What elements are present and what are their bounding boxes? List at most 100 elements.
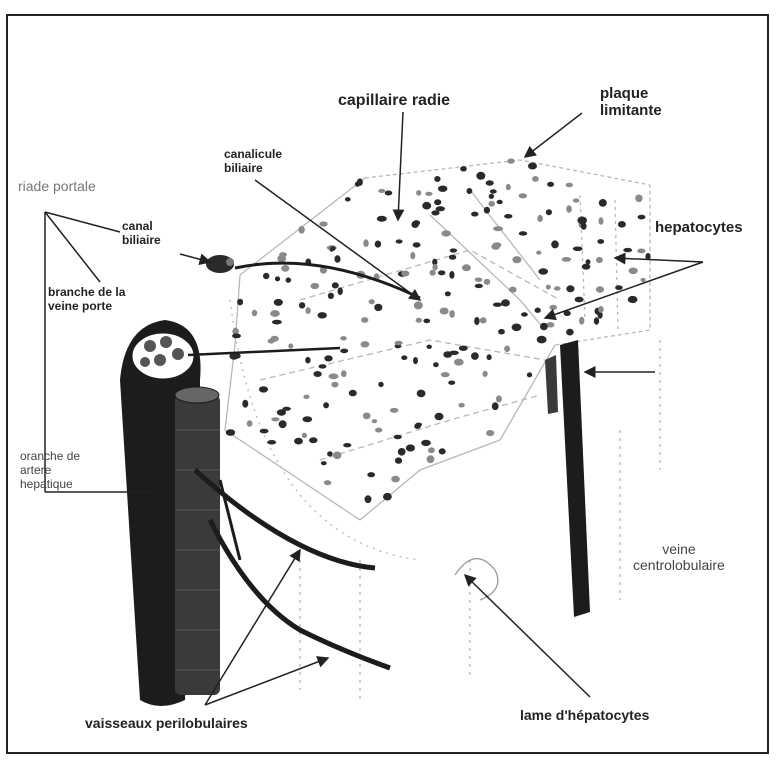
nucleus xyxy=(341,370,347,377)
nucleus xyxy=(367,472,375,477)
nucleus xyxy=(416,318,422,323)
nucleus xyxy=(305,357,310,364)
nucleus xyxy=(411,221,418,228)
nucleus xyxy=(279,420,287,428)
nucleus xyxy=(267,440,276,445)
nucleus xyxy=(281,265,289,272)
nucleus xyxy=(398,448,406,456)
nucleus xyxy=(566,205,572,212)
nucleus xyxy=(475,284,483,288)
nucleus xyxy=(313,371,321,377)
nucleus xyxy=(232,334,241,339)
nucleus xyxy=(349,390,357,397)
label-plaque-limitante: plaque limitante xyxy=(600,85,662,120)
nucleus xyxy=(438,186,447,192)
nucleus xyxy=(598,306,604,313)
nucleus xyxy=(538,268,548,274)
nucleus xyxy=(372,419,377,423)
nucleus xyxy=(319,364,327,368)
nucleus xyxy=(414,424,421,429)
nucleus xyxy=(395,341,403,346)
nucleus xyxy=(487,354,492,360)
nucleus xyxy=(252,310,258,316)
nucleus xyxy=(263,273,269,279)
nucleus xyxy=(377,216,387,222)
nucleus xyxy=(519,193,528,198)
nucleus xyxy=(410,252,415,259)
nucleus xyxy=(448,381,455,385)
nucleus xyxy=(618,221,626,228)
nucleus xyxy=(441,230,451,236)
label-canalicule-biliaire: canalicule biliaire xyxy=(224,148,282,176)
nucleus xyxy=(428,447,435,453)
nucleus xyxy=(427,455,435,463)
nucleus xyxy=(414,301,423,309)
nucleus xyxy=(298,226,304,234)
nucleus xyxy=(394,435,402,440)
nucleus xyxy=(299,302,305,308)
nucleus xyxy=(596,286,604,292)
nucleus xyxy=(577,217,587,225)
nucleus xyxy=(449,271,454,279)
nucleus xyxy=(309,437,317,443)
central-vein xyxy=(545,340,590,617)
nucleus xyxy=(226,429,235,436)
nucleus xyxy=(321,461,327,465)
nucleus xyxy=(432,264,437,271)
nucleus xyxy=(340,336,347,340)
nucleus xyxy=(375,241,381,248)
nucleus xyxy=(323,402,329,408)
nucleus xyxy=(475,278,483,282)
nucleus xyxy=(274,299,283,306)
nucleus xyxy=(396,239,403,243)
hepatocyte-nuclei xyxy=(226,158,651,503)
nucleus xyxy=(535,308,541,313)
nucleus xyxy=(318,312,327,318)
nucleus xyxy=(532,176,539,182)
nucleus xyxy=(546,209,552,215)
label-veine-centrolobulaire: veine centrolobulaire xyxy=(633,541,725,573)
nucleus xyxy=(435,413,444,421)
nucleus xyxy=(450,248,457,252)
nucleus xyxy=(417,390,426,398)
nucleus xyxy=(443,351,452,358)
nucleus xyxy=(333,452,342,460)
nucleus xyxy=(431,210,439,215)
label-branche-veine-porte: branche de la veine porte xyxy=(48,286,125,314)
nucleus xyxy=(423,319,430,324)
nucleus xyxy=(536,251,541,255)
nucleus xyxy=(433,362,439,367)
nucleus xyxy=(467,188,473,194)
nucleus xyxy=(365,495,372,503)
nucleus xyxy=(484,207,490,214)
nucleus xyxy=(413,242,421,247)
nucleus xyxy=(488,201,495,207)
nucleus xyxy=(345,197,351,201)
nucleus xyxy=(566,183,573,188)
nucleus xyxy=(512,256,521,263)
nucleus xyxy=(599,217,604,224)
nucleus xyxy=(416,190,421,196)
nucleus xyxy=(490,189,497,193)
nucleus xyxy=(504,214,512,219)
nucleus xyxy=(507,158,514,163)
nucleus xyxy=(493,226,503,231)
nucleus xyxy=(462,264,471,271)
nucleus xyxy=(434,176,440,182)
nucleus xyxy=(271,417,279,421)
nucleus xyxy=(302,433,307,438)
nucleus xyxy=(260,429,269,434)
nucleus xyxy=(303,395,309,399)
nucleus xyxy=(471,352,479,360)
nucleus xyxy=(582,264,591,270)
nucleus xyxy=(334,255,340,263)
nucleus xyxy=(562,257,572,262)
nucleus xyxy=(329,373,339,379)
nucleus xyxy=(319,221,327,226)
nucleus xyxy=(422,202,431,210)
nucleus xyxy=(573,198,580,202)
nucleus xyxy=(427,345,432,349)
nucleus xyxy=(459,346,468,351)
nucleus xyxy=(638,215,646,220)
portal-triad xyxy=(120,255,420,706)
